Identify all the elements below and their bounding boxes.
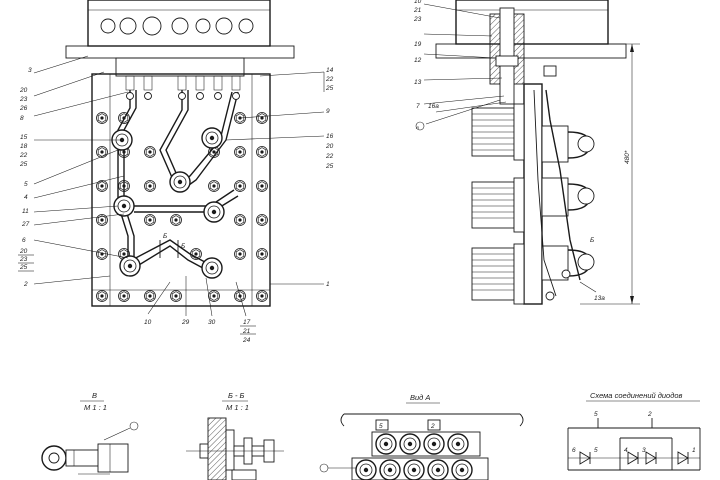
callout: 7 [416, 103, 420, 110]
callout: 2 [23, 281, 28, 288]
callout: 25 [325, 85, 334, 92]
section-bb: Б - Б М 1 : 1 [186, 391, 284, 480]
right-callouts: 14 22 25 9 16 20 22 25 1 [325, 67, 334, 288]
scheme-label: 5 [594, 411, 598, 418]
scheme-diodes [568, 451, 700, 465]
left-callouts: 3 20 23 26 8 15 18 22 25 5 4 11 27 6 20 … [19, 67, 32, 288]
callout: 13а [594, 295, 605, 302]
view-a: Вид А 5 2 [319, 393, 524, 480]
bottom-callouts: 10 29 30 17 21 24 [144, 319, 251, 344]
callout: 25 [325, 163, 334, 170]
section-title: Б - Б [228, 391, 245, 400]
callout: 11 [22, 208, 29, 215]
front-view: Б Б 3 20 23 26 8 15 18 22 [18, 0, 334, 344]
callout: 10 [414, 0, 422, 5]
callout: 23 [19, 256, 28, 263]
callout: 29 [181, 319, 190, 326]
callout: 17 [243, 319, 251, 326]
callout: 4 [24, 194, 28, 201]
scheme-label: 2 [647, 411, 652, 418]
bottom-leaders [147, 276, 256, 335]
terminals [125, 75, 241, 91]
callout: 16 [326, 133, 334, 140]
callout: 25 [19, 264, 28, 271]
callout: 20 [19, 87, 28, 94]
callout: 19 [414, 41, 422, 48]
section-label-right: Б [181, 243, 185, 250]
callout: 23 [413, 16, 422, 23]
callout: 5 [24, 181, 28, 188]
scheme-title: Схема соединений диодов [590, 391, 683, 400]
section-marker-b: Б Б [159, 233, 185, 258]
scheme-label: 3 [642, 447, 646, 454]
callout: 1 [326, 281, 330, 288]
callout: 21 [413, 7, 422, 14]
view-a-title: Вид А [410, 393, 430, 402]
section-label-left: Б [163, 233, 167, 240]
view-marker: А [415, 125, 419, 130]
side-leaders [415, 3, 597, 293]
dimension-label: 480* [624, 150, 631, 164]
callout: 3 [28, 67, 32, 74]
housing-holes [100, 16, 254, 36]
callout: 20 [19, 248, 28, 255]
callout: 22 [19, 152, 28, 159]
scheme-labels: 5 2 6 5 4 3 1 [572, 411, 696, 454]
callout: 12 [414, 57, 422, 64]
callout: 16а [428, 103, 439, 110]
callout: 20 [325, 143, 334, 150]
callout: 26 [19, 105, 28, 112]
overall-dimension: 480* [580, 43, 640, 305]
detail-b: В М 1 : 1 [41, 391, 139, 475]
callout: 6 [22, 237, 26, 244]
scheme-label: 1 [692, 447, 696, 454]
cable-lugs [126, 92, 240, 100]
scheme-label: 5 [594, 447, 598, 454]
callout: 9 [326, 108, 330, 115]
callout: 21 [242, 328, 251, 335]
callout: 10 [144, 319, 152, 326]
callout: 27 [21, 221, 30, 228]
callout: Б [590, 237, 594, 244]
callout: 30 [208, 319, 216, 326]
callout: 8 [20, 115, 24, 122]
left-leaders [18, 55, 129, 285]
view-a-bolts-lower [355, 459, 473, 480]
detail-scale: М 1 : 1 [84, 403, 107, 412]
callout: 22 [325, 76, 334, 83]
callout: 23 [19, 96, 28, 103]
view-a-box-label: 5 [379, 423, 383, 430]
section-scale: М 1 : 1 [226, 403, 249, 412]
scheme-label: 4 [624, 447, 628, 454]
side-diodes [533, 89, 595, 301]
heat-sinks [471, 103, 525, 305]
callout: 14 [326, 67, 334, 74]
callout: 15 [20, 134, 28, 141]
view-a-box-label: 2 [430, 423, 435, 430]
side-view: 480* 10 21 23 19 12 13 7 16а Б 13а А [413, 0, 640, 305]
right-leaders [225, 71, 325, 285]
scheme-label: 6 [572, 447, 576, 454]
callout: 13 [414, 79, 422, 86]
side-callouts: 10 21 23 19 12 13 7 16а Б 13а А [413, 0, 605, 302]
diode-scheme: Схема соединений диодов 5 2 6 5 4 3 [567, 391, 701, 471]
callout: 25 [19, 161, 28, 168]
detail-title: В [92, 391, 97, 400]
callout: 18 [20, 143, 28, 150]
callout: 24 [242, 337, 251, 344]
callout: 22 [325, 153, 334, 160]
